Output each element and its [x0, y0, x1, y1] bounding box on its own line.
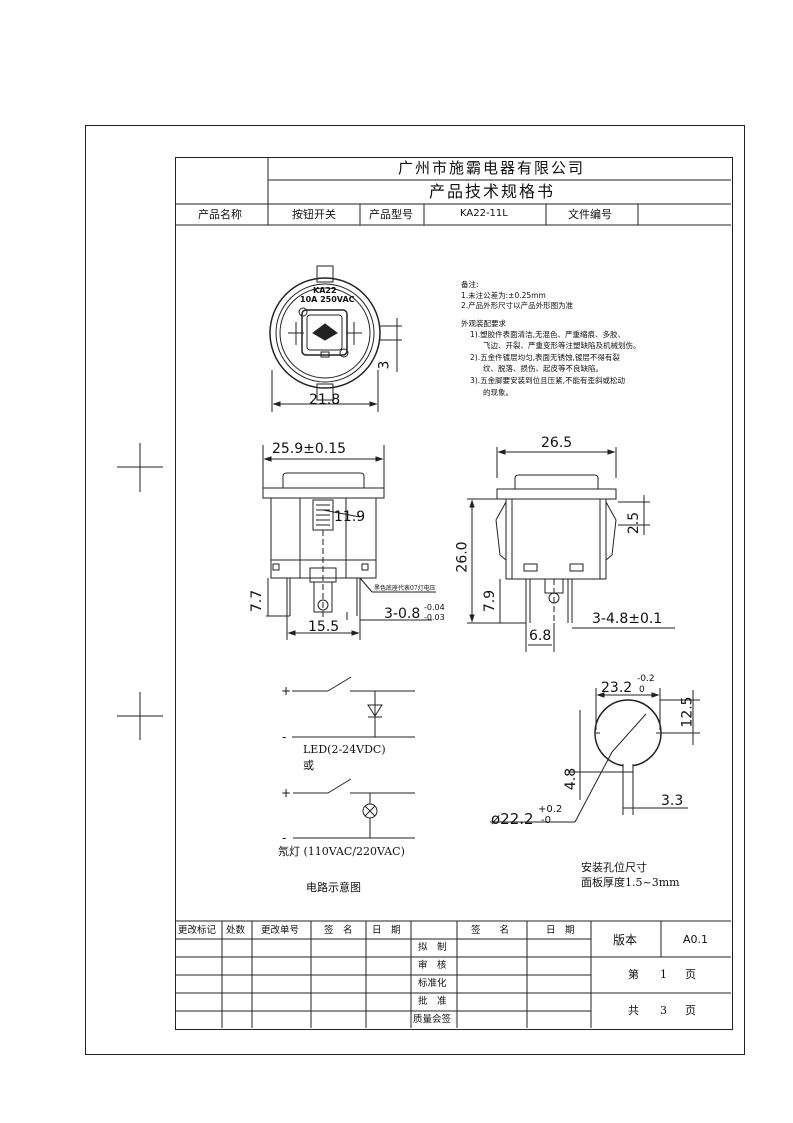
- tb-version-value: A0.1: [683, 933, 709, 946]
- right-dim-6-8: 6.8: [529, 628, 552, 644]
- note-line-7: 纹、脱落、损伤、起皮等不良缺陷。: [483, 364, 603, 373]
- note-line-5: 飞边、开裂、严重变形等注塑缺陷及机械划伤。: [483, 341, 641, 350]
- note-line-8: 3).五金脚要安装到位且压紧,不能有歪斜或松动: [470, 376, 625, 385]
- tb-standardized: 标准化: [418, 978, 447, 989]
- cutout-caption-1: 安装孔位尺寸: [581, 861, 647, 874]
- note-line-1: 1.未注公差为:±0.25mm: [461, 291, 546, 300]
- tb-total-value: 3: [660, 1004, 667, 1017]
- or-label: 或: [303, 759, 314, 772]
- tb-quality-sign: 质量会签: [413, 1014, 452, 1025]
- tb-count: 处数: [226, 925, 246, 936]
- tb-approved: 批 准: [418, 996, 447, 1007]
- tb-date-2: 日 期: [546, 925, 575, 936]
- right-dim-width: 26.5: [541, 435, 573, 451]
- note-line-6: 2).五金件镀层均匀,表面无锈蚀,镀层不得有裂: [470, 353, 620, 362]
- left-dim-pins: 3-0.8: [384, 606, 421, 622]
- cutout-dim-3-3: 3.3: [661, 793, 684, 809]
- front-marking-model: KA22: [313, 286, 337, 295]
- product-model-label: 产品型号: [369, 208, 413, 221]
- cutout-dim-width-tol-upper: -0.2: [637, 674, 655, 684]
- tb-change-mark: 更改标记: [178, 925, 217, 936]
- circuit-minus-1: -: [282, 730, 287, 744]
- right-dim-pins: 3-4.8±0.1: [592, 611, 663, 627]
- left-dim-diameter: 25.9±0.15: [272, 441, 347, 457]
- tb-sign-2: 签 名: [471, 925, 510, 936]
- tb-page-unit: 页: [685, 968, 696, 981]
- led-callout-note: 黑色底座代表07灯电压: [374, 585, 436, 592]
- cutout-dim-width-tol-lower: 0: [639, 685, 645, 695]
- led-label: LED(2-24VDC): [303, 743, 386, 756]
- product-name-label: 产品名称: [198, 208, 242, 221]
- left-dim-pins-tol-upper: -0.04: [424, 603, 445, 612]
- tb-page-value: 1: [660, 968, 667, 981]
- tb-total-unit: 页: [685, 1004, 696, 1017]
- tb-date: 日 期: [372, 925, 401, 936]
- left-dim-11-9: 11.9: [334, 509, 366, 525]
- note-line-4: 1).塑胶件表面清洁,无混色、严重缩痕、多胶、: [470, 330, 625, 339]
- tb-drafted: 拟 制: [418, 942, 447, 953]
- company-name: 广州市施霸电器有限公司: [398, 159, 586, 177]
- tb-sign: 签 名: [324, 925, 353, 936]
- inner-frame: [175, 157, 733, 1030]
- note-line-3: 外观装配要求: [461, 319, 506, 328]
- cutout-dim-width: 23.2: [601, 680, 633, 696]
- outer-frame: [85, 125, 745, 1055]
- file-number-label: 文件编号: [568, 208, 612, 221]
- tb-version-label: 版本: [613, 933, 638, 947]
- tb-change-number: 更改单号: [261, 925, 300, 936]
- neon-label: 氖灯 (110VAC/220VAC): [278, 845, 405, 858]
- circuit-plus-1: +: [281, 684, 292, 698]
- circuit-minus-2: -: [282, 831, 287, 845]
- document-title: 产品技术规格书: [429, 182, 556, 201]
- tb-reviewed: 审 核: [418, 960, 447, 971]
- circuit-plus-2: +: [281, 786, 292, 800]
- note-line-9: 的现象。: [483, 388, 513, 397]
- cutout-dim-dia-tol-lower: -0: [541, 815, 551, 826]
- cutout-caption-2: 面板厚度1.5~3mm: [581, 876, 680, 889]
- note-line-2: 2.产品外形尺寸以产品外形图为准: [461, 301, 574, 310]
- tb-total-label: 共: [628, 1004, 639, 1017]
- cutout-dim-diameter: ø22.2: [491, 810, 534, 828]
- notes-heading: 备注:: [461, 280, 479, 289]
- front-dim-width: 21.8: [309, 392, 341, 408]
- product-model-value: KA22-11L: [460, 208, 508, 219]
- front-marking-rating: 10A 250VAC: [300, 295, 355, 304]
- left-dim-pins-tol-lower: -0.03: [424, 613, 445, 622]
- circuit-caption: 电路示意图: [306, 881, 361, 894]
- cutout-dim-dia-tol-upper: +0.2: [538, 804, 563, 815]
- left-dim-15-5: 15.5: [308, 619, 340, 635]
- tb-page-label: 第: [628, 968, 639, 981]
- product-name-value: 按钮开关: [292, 208, 336, 221]
